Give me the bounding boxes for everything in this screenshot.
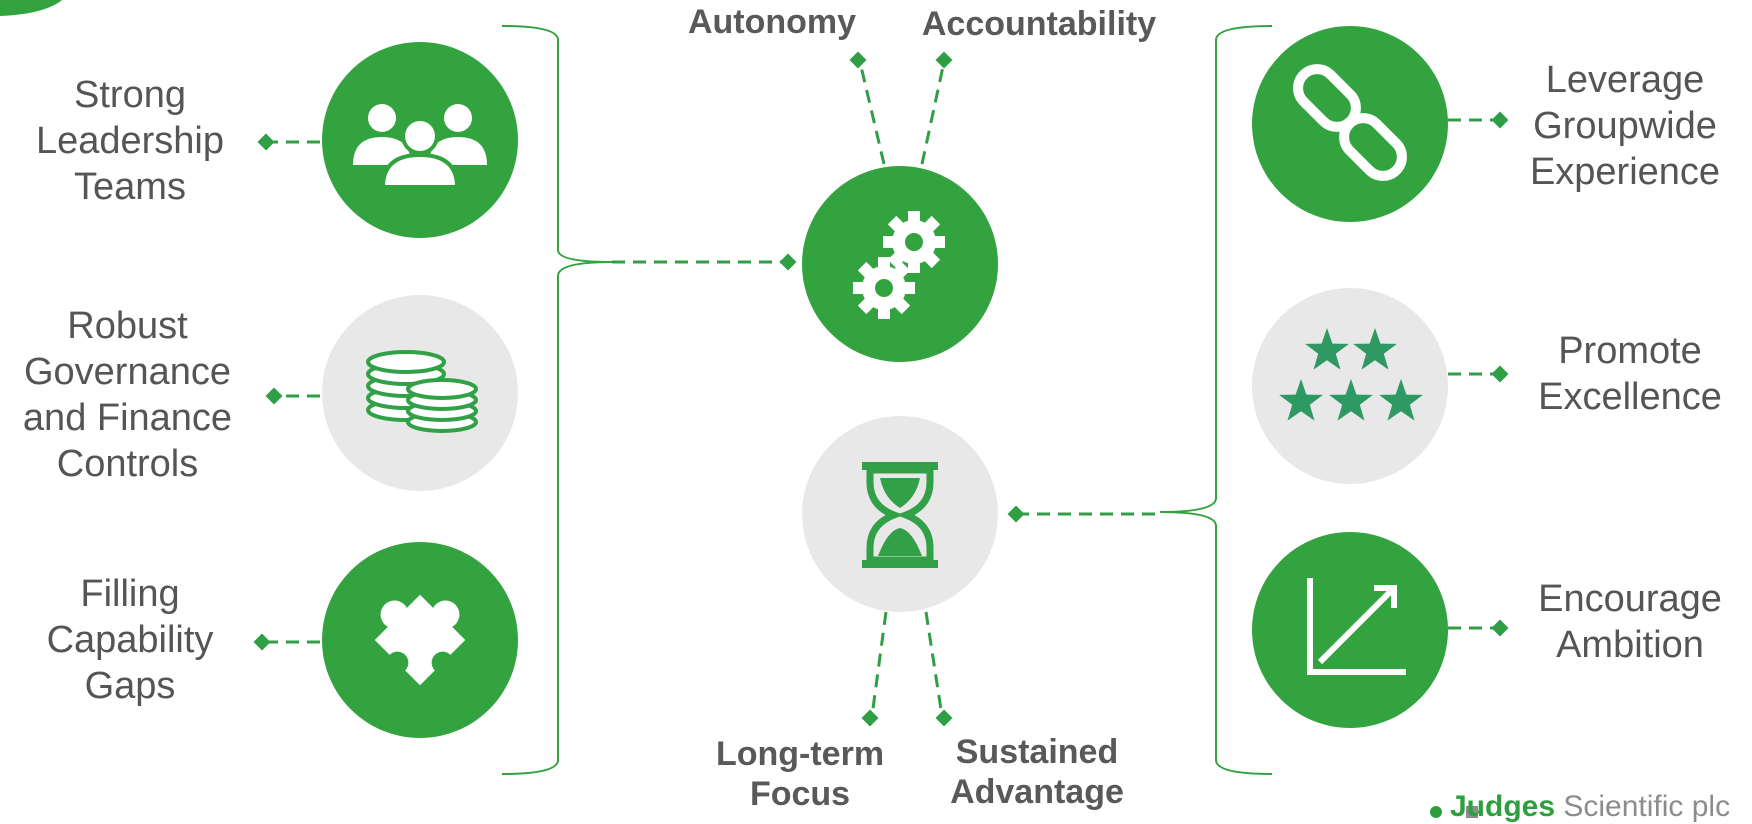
marker xyxy=(1491,365,1509,383)
marker xyxy=(849,51,867,69)
marker xyxy=(935,51,953,69)
label-autonomy: Autonomy xyxy=(687,3,857,41)
growth-chart-icon xyxy=(1307,578,1406,675)
footer-square xyxy=(1466,806,1478,818)
marker xyxy=(779,253,797,271)
people-group-icon xyxy=(353,104,487,189)
stars-icon xyxy=(1279,328,1423,421)
coins-icon xyxy=(366,350,478,433)
footer-brand: Judges Scientific plc xyxy=(1450,790,1730,824)
connectors xyxy=(264,61,1498,717)
hourglass-icon xyxy=(862,462,938,568)
chain-link-icon xyxy=(1293,64,1407,181)
marker xyxy=(1007,505,1025,523)
label-long-term-focus: Long-term Focus xyxy=(715,735,885,813)
label-strong-leadership: Strong Leadership Teams xyxy=(35,74,225,208)
label-sustained-advantage: Sustained Advantage xyxy=(950,733,1124,811)
corner-decoration xyxy=(0,0,62,16)
marker xyxy=(1491,619,1509,637)
label-promote-excellence: Promote Excellence xyxy=(1538,330,1722,418)
marker xyxy=(861,709,879,727)
marker xyxy=(253,633,271,651)
connector-autonomy xyxy=(858,61,886,165)
label-filling-capability: Filling Capability Gaps xyxy=(46,573,214,707)
connector-markers xyxy=(253,51,1509,727)
label-robust-governance: Robust Governance and Finance Controls xyxy=(22,305,233,485)
puzzle-piece-icon xyxy=(374,594,466,686)
right-bracket xyxy=(1159,25,1273,775)
footer-brand-rest: Scientific plc xyxy=(1555,790,1731,823)
connector-accountability xyxy=(920,61,946,165)
marker xyxy=(257,133,275,151)
footer-dot xyxy=(1430,806,1442,818)
left-bracket xyxy=(501,25,613,775)
label-encourage-ambition: Encourage Ambition xyxy=(1538,578,1722,666)
connector-longterm xyxy=(870,611,888,717)
footer-brand-accent: Judges xyxy=(1450,790,1556,823)
marker xyxy=(265,387,283,405)
label-leverage-groupwide: Leverage Groupwide Experience xyxy=(1529,59,1721,193)
gears-icon xyxy=(853,211,945,319)
label-accountability: Accountability xyxy=(921,5,1157,43)
connector-sustained xyxy=(924,611,944,717)
marker xyxy=(935,709,953,727)
